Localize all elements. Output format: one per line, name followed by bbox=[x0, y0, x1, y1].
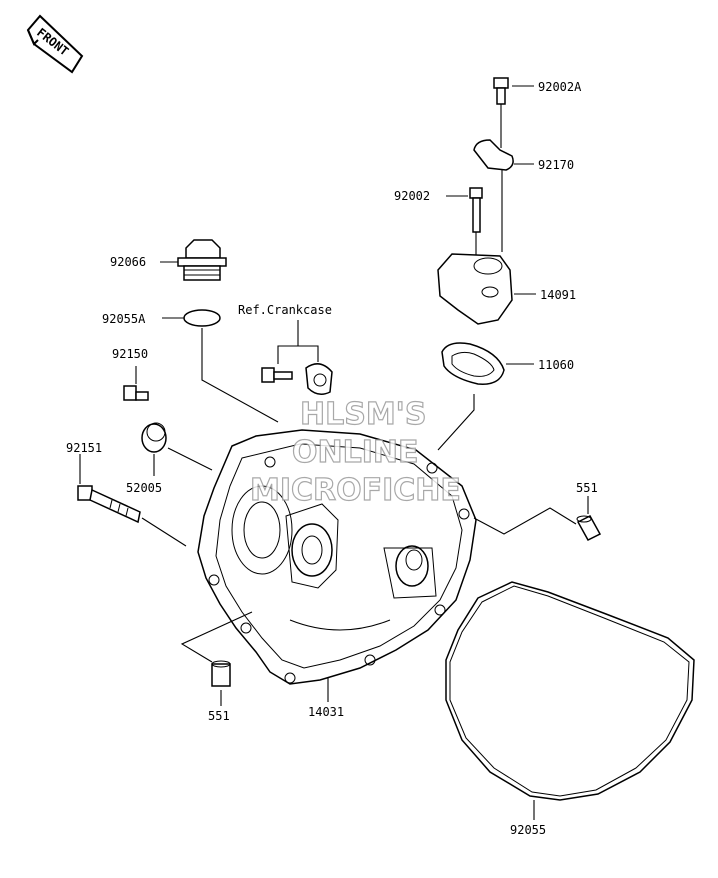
cover-14031 bbox=[197, 429, 477, 702]
bolt-92151 bbox=[77, 454, 187, 547]
label-92170: 92170 bbox=[538, 158, 574, 172]
watermark-line-2: ONLINE bbox=[292, 435, 419, 470]
label-551-left: 551 bbox=[208, 709, 230, 723]
label-92066: 92066 bbox=[110, 255, 146, 269]
clamp-92170 bbox=[473, 139, 534, 252]
cover-14091 bbox=[437, 253, 536, 325]
plug-92066 bbox=[160, 239, 227, 281]
bolt-92150 bbox=[123, 366, 149, 401]
front-arrow-badge: FRONT bbox=[26, 14, 84, 74]
label-11060: 11060 bbox=[538, 358, 574, 372]
cap-52005 bbox=[141, 422, 213, 476]
label-92055: 92055 bbox=[510, 823, 546, 837]
label-92002: 92002 bbox=[394, 189, 430, 203]
bolt-92002 bbox=[446, 187, 483, 262]
label-92150: 92150 bbox=[112, 347, 148, 361]
label-92002A: 92002A bbox=[538, 80, 582, 94]
watermark-line-3: MICROFICHE bbox=[250, 473, 461, 508]
label-92151: 92151 bbox=[66, 441, 102, 455]
oring-92055A bbox=[162, 309, 279, 423]
gasket-92055 bbox=[445, 581, 695, 820]
label-14031: 14031 bbox=[308, 705, 344, 719]
dowel-551-left bbox=[180, 611, 253, 706]
gasket-11060 bbox=[437, 342, 534, 451]
label-551-right: 551 bbox=[576, 481, 598, 495]
ref-crankcase-parts bbox=[261, 320, 333, 395]
watermark-line-1: HLSM'S bbox=[300, 397, 426, 432]
dowel-551-right bbox=[473, 496, 602, 541]
ref-crankcase-label: Ref.Crankcase bbox=[238, 303, 332, 317]
watermark: HLSM'S ONLINE MICROFICHE bbox=[249, 396, 461, 508]
bolt-92002A bbox=[493, 77, 534, 148]
label-92055A: 92055A bbox=[102, 312, 146, 326]
label-52005: 52005 bbox=[126, 481, 162, 495]
label-14091: 14091 bbox=[540, 288, 576, 302]
